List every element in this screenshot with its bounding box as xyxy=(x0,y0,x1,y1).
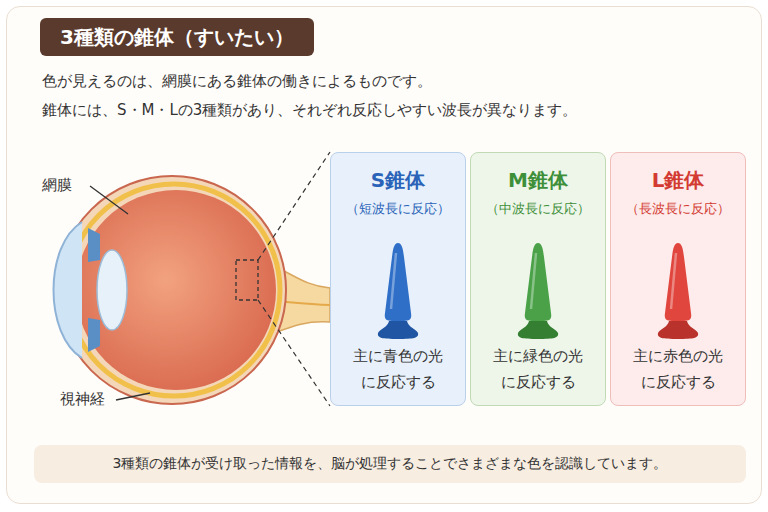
part-label: 視神経 xyxy=(60,390,105,409)
panel-heading: L錐体 xyxy=(652,167,705,193)
panel-heading: M錐体 xyxy=(508,167,568,193)
panel-subheading: （中波長に反応） xyxy=(486,199,590,219)
summary-band: 3種類の錐体が受け取った情報を、脳が処理することでさまざまな色を認識しています。 xyxy=(34,445,746,483)
panel-heading: S錐体 xyxy=(371,167,425,193)
panel-subheading: （長波長に反応） xyxy=(626,199,730,219)
cone-panel: L錐体 （長波長に反応） 主に赤色の光 に反応する xyxy=(610,152,746,406)
panel-body: 主に青色の光 に反応する xyxy=(339,343,457,395)
summary-text: 3種類の錐体が受け取った情報を、脳が処理することでさまざまな色を認識しています。 xyxy=(113,455,668,473)
cone-panel: M錐体 （中波長に反応） 主に緑色の光 に反応する xyxy=(470,152,606,406)
panel-body: 主に緑色の光 に反応する xyxy=(479,343,597,395)
panel-subheading: （短波長に反応） xyxy=(346,199,450,219)
intro-text: 色が見えるのは、網膜にある錐体の働きによるものです。 xyxy=(42,72,432,91)
panel-body: 主に赤色の光 に反応する xyxy=(619,343,737,395)
title-banner: 3種類の錐体（すいたい） xyxy=(40,18,314,56)
part-label: 網膜 xyxy=(42,176,72,195)
cone-cell-icon xyxy=(512,239,564,343)
cone-cell-icon xyxy=(652,239,704,343)
cone-panel: S錐体 （短波長に反応） 主に青色の光 に反応する xyxy=(330,152,466,406)
intro-text: 錐体には、S・M・Lの3種類があり、それぞれ反応しやすい波長が異なります。 xyxy=(42,101,577,120)
cone-cell-icon xyxy=(372,239,424,343)
